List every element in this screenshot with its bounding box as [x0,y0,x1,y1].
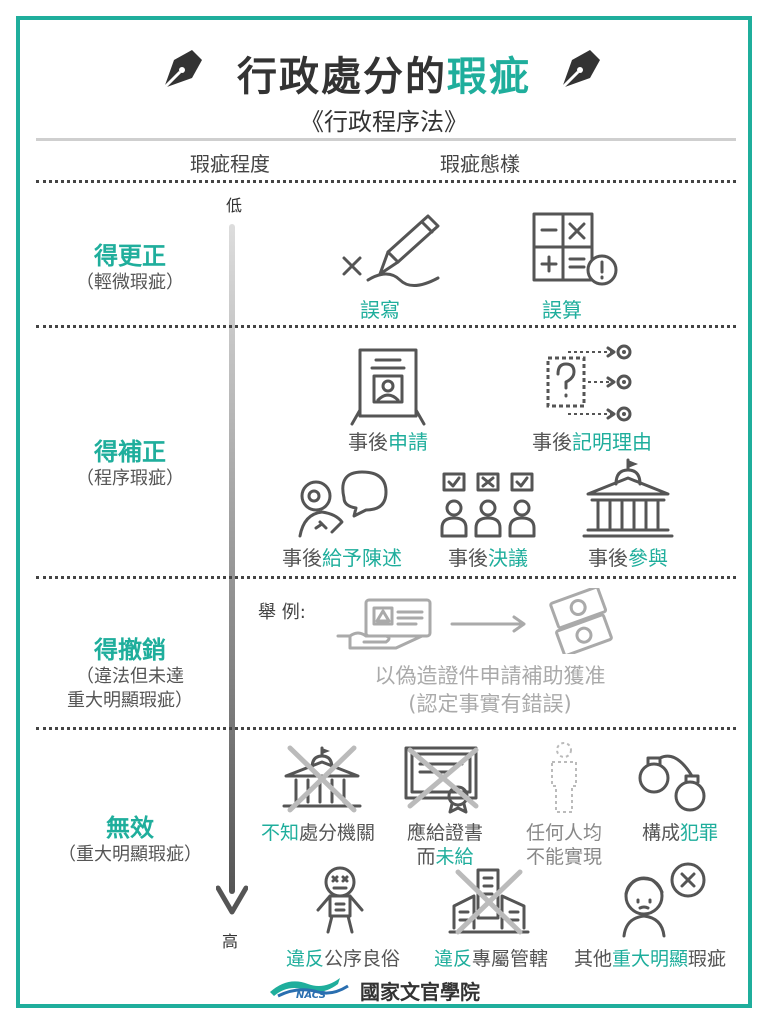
item-impossible-line2: 不能實現 [525,846,602,868]
item-other-major-defect: 其他重大明顯瑕疵 [573,948,727,970]
arrow-right-icon [450,615,526,633]
item-impossible-line1: 任何人均 [525,822,602,844]
calculator-icon [532,212,618,286]
item-crime: 構成犯罪 [641,822,719,844]
other-defect-icon [622,862,706,938]
item-miscalc: 誤算 [542,298,582,322]
item-public-order: 違反公序良俗 [285,948,401,970]
item-post-participation: 事後參與 [588,546,668,570]
divider [36,576,736,579]
government-building-icon [582,458,674,538]
item-miswrite: 誤寫 [360,298,400,322]
item-certificate-line1: 應給證書 [406,822,483,844]
unknown-agency-icon [282,745,362,813]
money-icon [549,588,613,654]
certificate-icon [404,746,479,814]
example-label: 舉 例: [258,602,306,623]
pencil-icon [342,214,440,287]
item-post-resolution: 事後決議 [448,546,528,570]
item-unknown-agency: 不知處分機關 [260,822,376,844]
fountain-pen-icon [560,50,600,90]
item-certificate-line2: 而未給 [416,846,474,868]
example-text: 以偽造證件申請補助獲准 [374,664,606,688]
divider [36,325,736,328]
axis-high-label: 高 [222,932,239,951]
category-revocable: 得撤銷 （違法但未達 重大明顯瑕疵） [67,636,193,711]
divider [36,138,736,141]
voting-icon [440,472,536,538]
severity-arrow [216,224,248,915]
logo-text: NACS [296,990,326,1001]
item-post-statement: 事後給予陳述 [282,546,402,570]
divider [36,180,736,183]
jurisdiction-icon [448,868,530,935]
org-name: 國家文官學院 [360,980,480,1004]
reasoning-icon [546,344,632,422]
column-header-form: 瑕疵態樣 [440,152,520,176]
page-title: 行政處分的瑕疵 [237,54,531,100]
id-card-hand-icon [336,598,432,650]
item-exclusive-jurisdiction: 違反專屬管轄 [433,948,549,970]
category-correctable: 得更正 （輕微瑕疵） [76,242,184,293]
column-header-degree: 瑕疵程度 [190,152,270,176]
fountain-pen-icon [162,50,202,90]
example-note: (認定事實有錯誤) [408,692,572,716]
category-supplementable: 得補正 （程序瑕疵） [76,438,184,489]
page-frame [16,16,752,1008]
nacs-logo [270,978,349,998]
category-invalid: 無效 （重大明顯瑕疵） [58,814,202,865]
speaking-person-icon [298,470,388,538]
application-form-icon [350,348,426,426]
voodoo-doll-icon [316,866,364,934]
divider [36,727,736,730]
axis-low-label: 低 [226,196,243,215]
item-post-reasoning: 事後記明理由 [532,430,652,454]
item-post-application: 事後申請 [348,430,428,454]
handcuffs-icon [638,754,706,812]
page-subtitle: 《行政程序法》 [300,108,468,136]
invisible-person-icon [551,742,577,813]
